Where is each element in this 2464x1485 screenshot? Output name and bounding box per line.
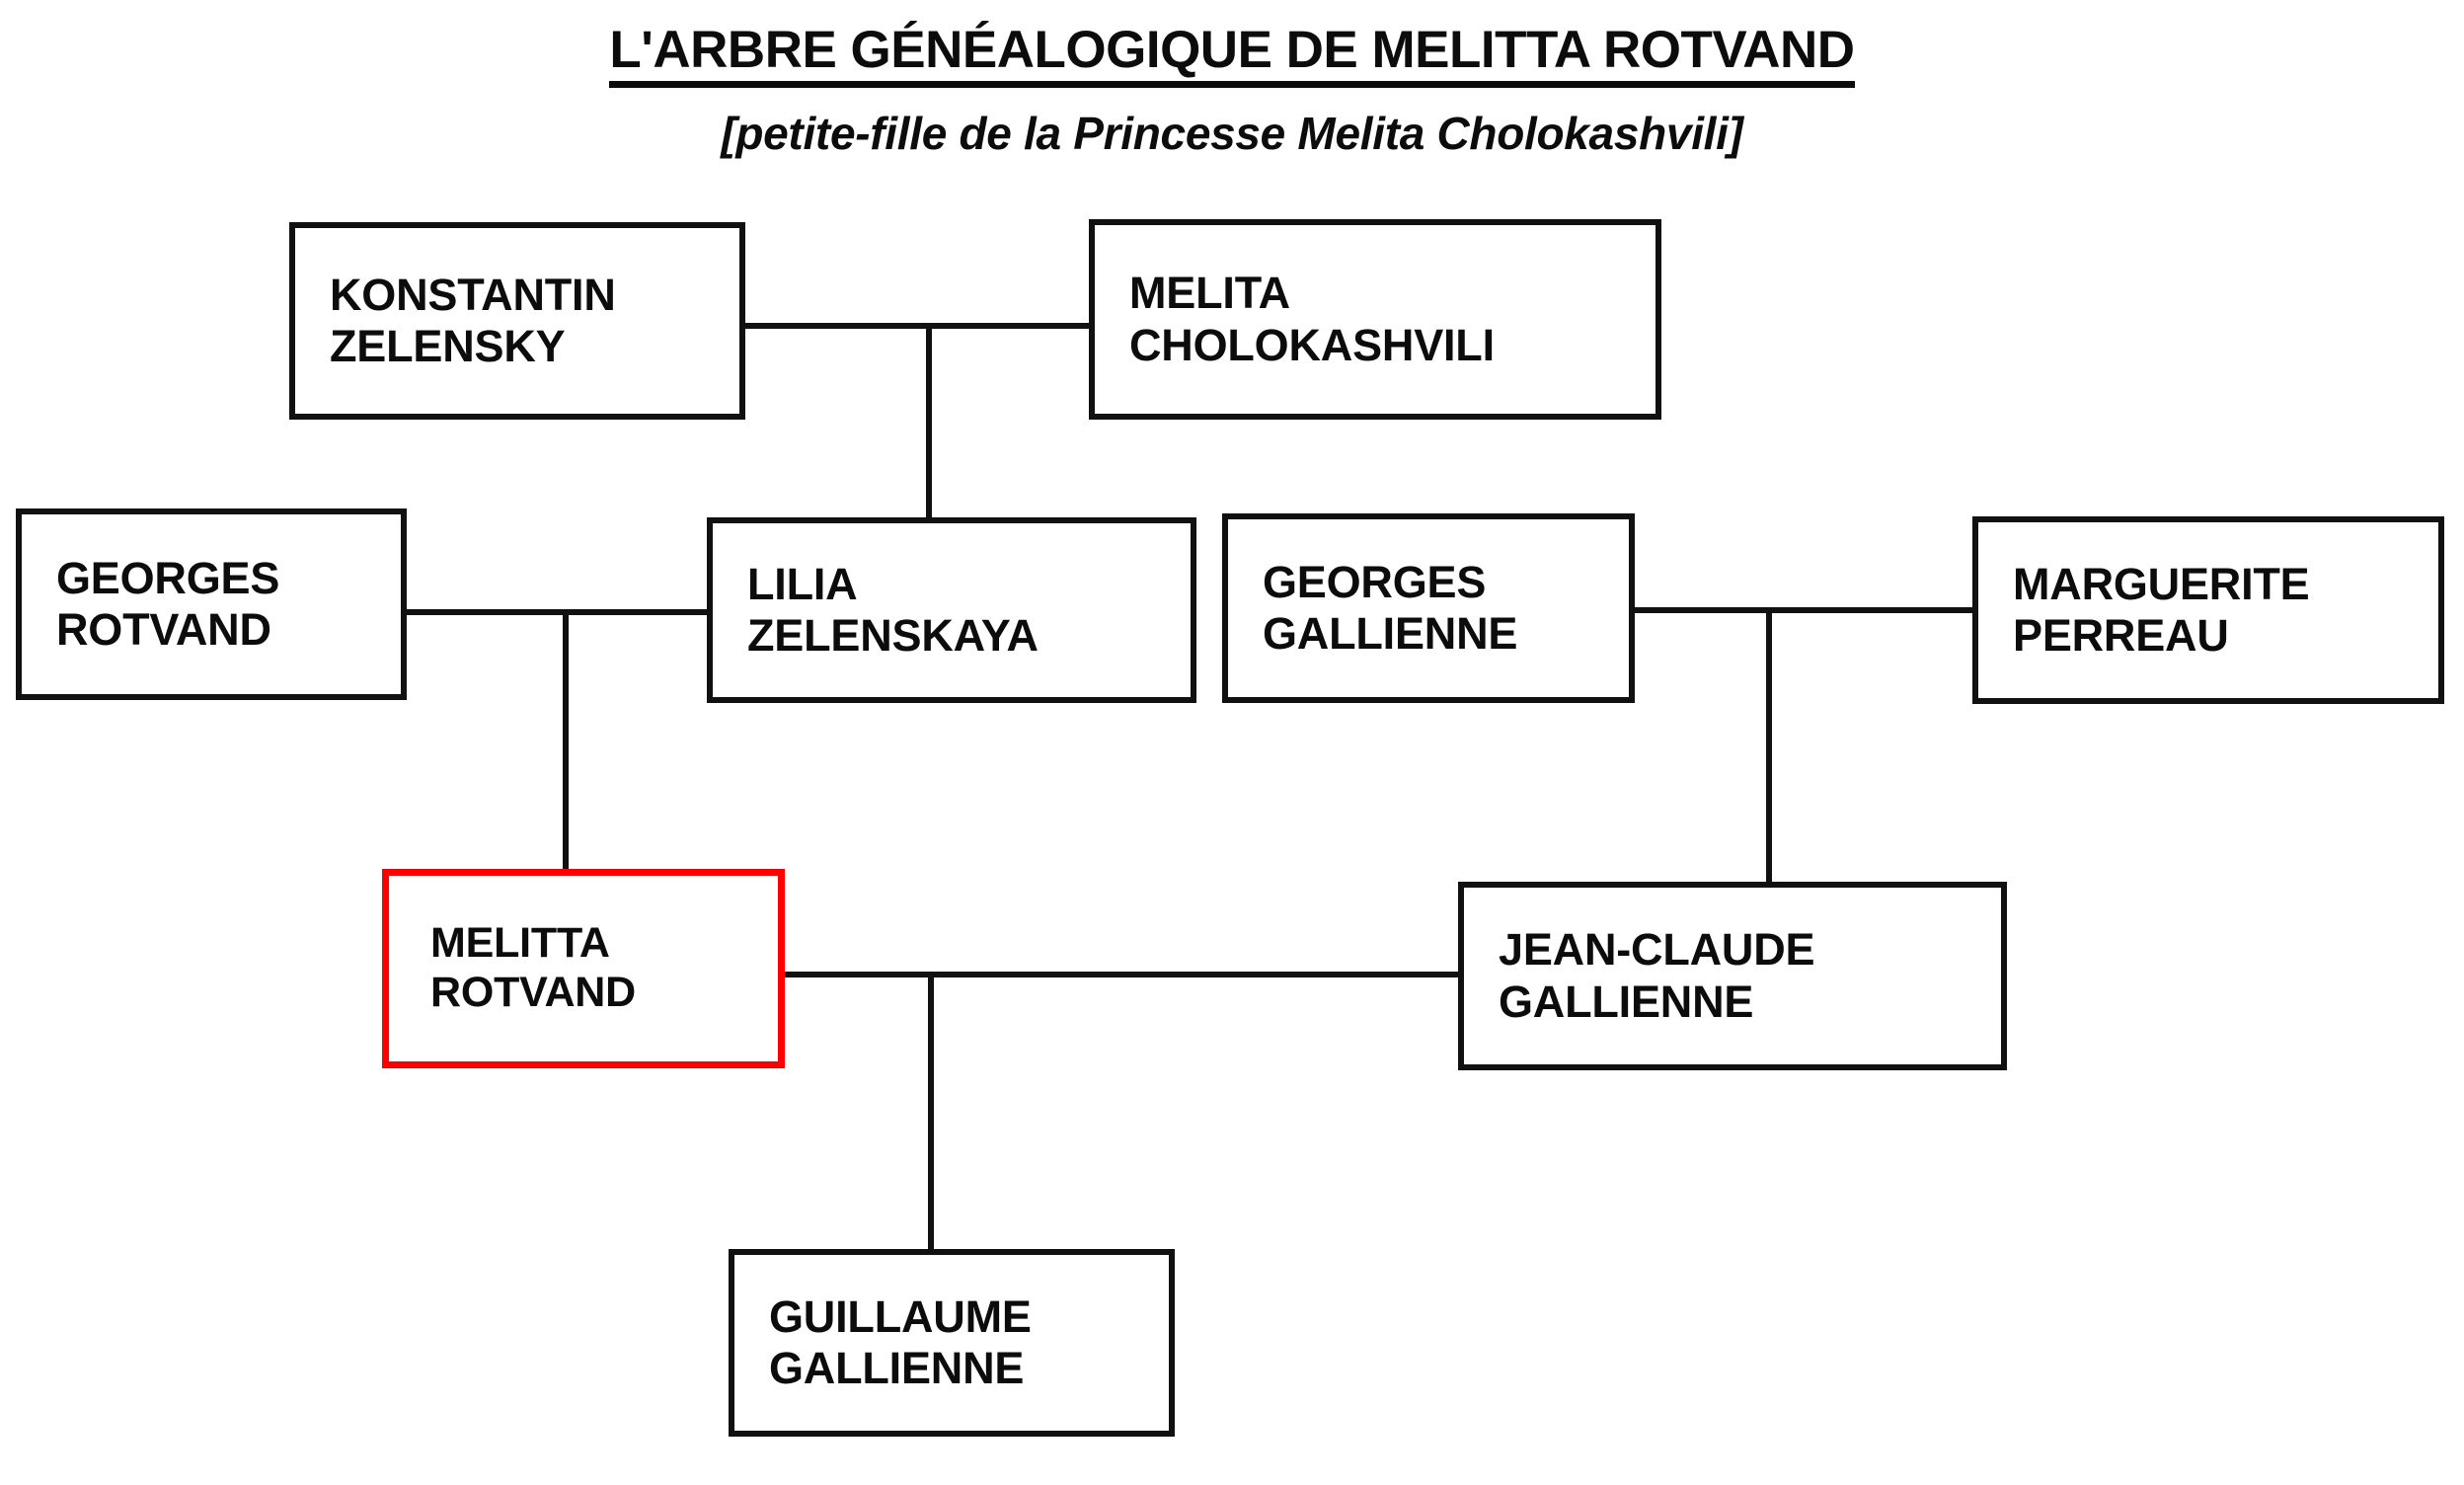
link-union4-to-guillaume <box>928 972 934 1253</box>
subtitle-text: [petite-fille de la Princesse Melita Cho… <box>721 108 1743 159</box>
person-name-guillaume-gallienne: GUILLAUME GALLIENNE <box>769 1290 1032 1393</box>
person-node-melitta-rotvand[interactable]: MELITTA ROTVAND <box>382 869 785 1068</box>
page-subtitle: [petite-fille de la Princesse Melita Cho… <box>0 107 2464 160</box>
person-node-georges-gallienne[interactable]: GEORGES GALLIENNE <box>1222 513 1635 703</box>
person-name-melita-cholokashvili: MELITA CHOLOKASHVILI <box>1129 268 1495 370</box>
person-node-jean-claude-gallienne[interactable]: JEAN-CLAUDE GALLIENNE <box>1458 882 2007 1070</box>
link-union2-to-melitta <box>563 609 569 872</box>
person-name-jean-claude-gallienne: JEAN-CLAUDE GALLIENNE <box>1499 924 1815 1027</box>
person-name-georges-gallienne: GEORGES GALLIENNE <box>1263 556 1518 659</box>
person-node-lilia-zelenskaya[interactable]: LILIA ZELENSKAYA <box>707 517 1196 703</box>
link-union1-to-lilia <box>926 323 932 520</box>
link-georgesrotvand-lilia <box>405 609 711 615</box>
person-name-marguerite-perreau: MARGUERITE PERREAU <box>2013 558 2310 661</box>
person-node-georges-rotvand[interactable]: GEORGES ROTVAND <box>16 508 407 700</box>
person-node-konstantin-zelensky[interactable]: KONSTANTIN ZELENSKY <box>289 222 745 420</box>
person-name-melitta-rotvand: MELITTA ROTVAND <box>430 919 637 1016</box>
person-node-guillaume-gallienne[interactable]: GUILLAUME GALLIENNE <box>729 1249 1175 1437</box>
link-konstantin-melita <box>742 323 1094 329</box>
person-name-georges-rotvand: GEORGES ROTVAND <box>56 552 280 655</box>
main-title-text: L'ARBRE GÉNÉALOGIQUE DE MELITTA ROTVAND <box>609 22 1855 89</box>
person-node-marguerite-perreau[interactable]: MARGUERITE PERREAU <box>1972 516 2444 704</box>
person-name-lilia-zelenskaya: LILIA ZELENSKAYA <box>747 558 1039 661</box>
link-union3-to-jeanclaude <box>1766 607 1772 885</box>
person-name-konstantin-zelensky: KONSTANTIN ZELENSKY <box>330 269 616 371</box>
link-georgesgallienne-marguerite <box>1631 607 1976 613</box>
link-melitta-jeanclaude <box>782 972 1461 977</box>
page-title: L'ARBRE GÉNÉALOGIQUE DE MELITTA ROTVAND <box>0 22 2464 89</box>
person-node-melita-cholokashvili[interactable]: MELITA CHOLOKASHVILI <box>1089 219 1661 420</box>
